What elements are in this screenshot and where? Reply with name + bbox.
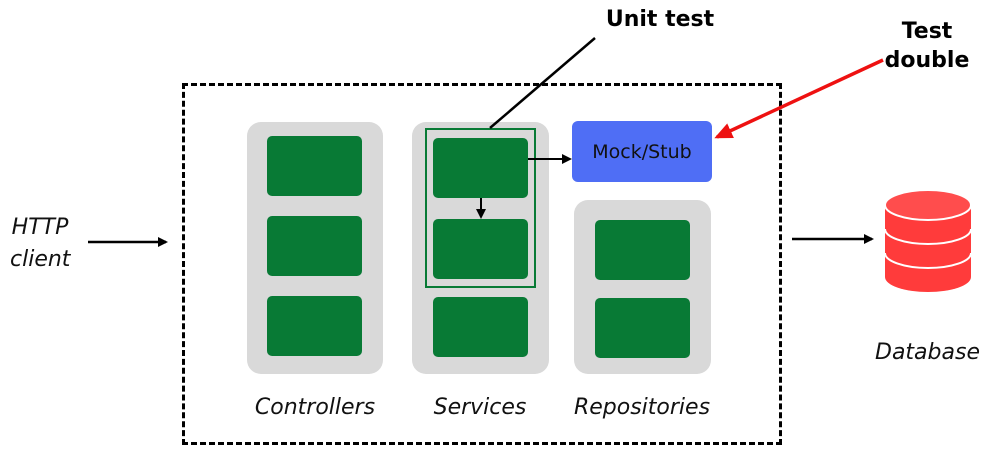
mock-stub-label: Mock/Stub xyxy=(592,140,692,163)
service-block xyxy=(433,138,528,198)
database-label: Database xyxy=(875,340,980,365)
services-label: Services xyxy=(433,395,527,420)
controller-block xyxy=(267,216,362,276)
repository-block xyxy=(595,298,690,358)
unit-test-label: Unit test xyxy=(605,7,715,32)
test-double-line1: Test xyxy=(901,19,953,44)
service-block xyxy=(433,219,528,279)
unit-test-boundary xyxy=(425,128,536,288)
http-client-line2: client xyxy=(10,247,71,272)
database-icon xyxy=(884,189,972,292)
controller-block xyxy=(267,136,362,196)
repository-block xyxy=(595,220,690,280)
http-client-line1: HTTP xyxy=(11,215,69,240)
test-double-label: Test double xyxy=(862,17,992,75)
repositories-label: Repositories xyxy=(573,395,711,420)
unit-test-pointer-line xyxy=(489,37,596,129)
controllers-label: Controllers xyxy=(254,395,376,420)
service-block xyxy=(433,297,528,357)
http-client-label: HTTP client xyxy=(10,212,70,276)
test-double-arrow xyxy=(714,58,884,139)
controller-block xyxy=(267,296,362,356)
test-double-line2: double xyxy=(884,48,970,73)
mock-stub-box: Mock/Stub xyxy=(572,121,712,182)
system-boundary xyxy=(182,83,782,445)
